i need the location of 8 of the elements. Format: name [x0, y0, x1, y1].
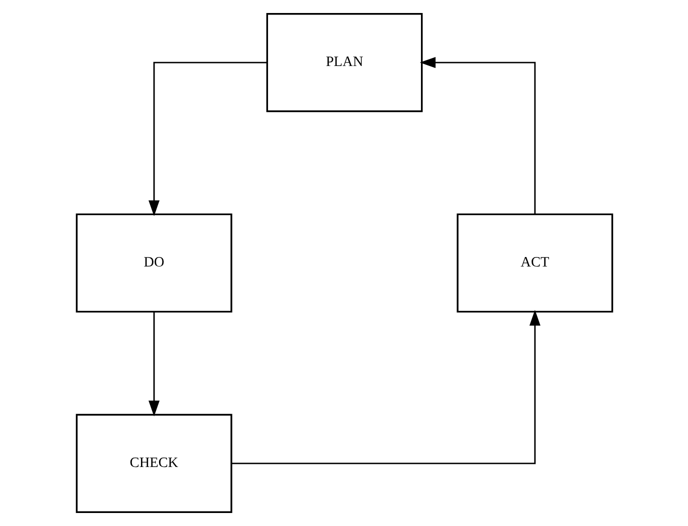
arrow	[148, 312, 160, 416]
arrow	[419, 57, 536, 214]
node-box: DO	[75, 213, 232, 313]
node-box: PLAN	[266, 12, 422, 112]
arrow	[148, 62, 267, 216]
arrow	[231, 310, 540, 464]
node-box: CHECK	[75, 414, 232, 514]
node-box: ACT	[456, 213, 613, 313]
